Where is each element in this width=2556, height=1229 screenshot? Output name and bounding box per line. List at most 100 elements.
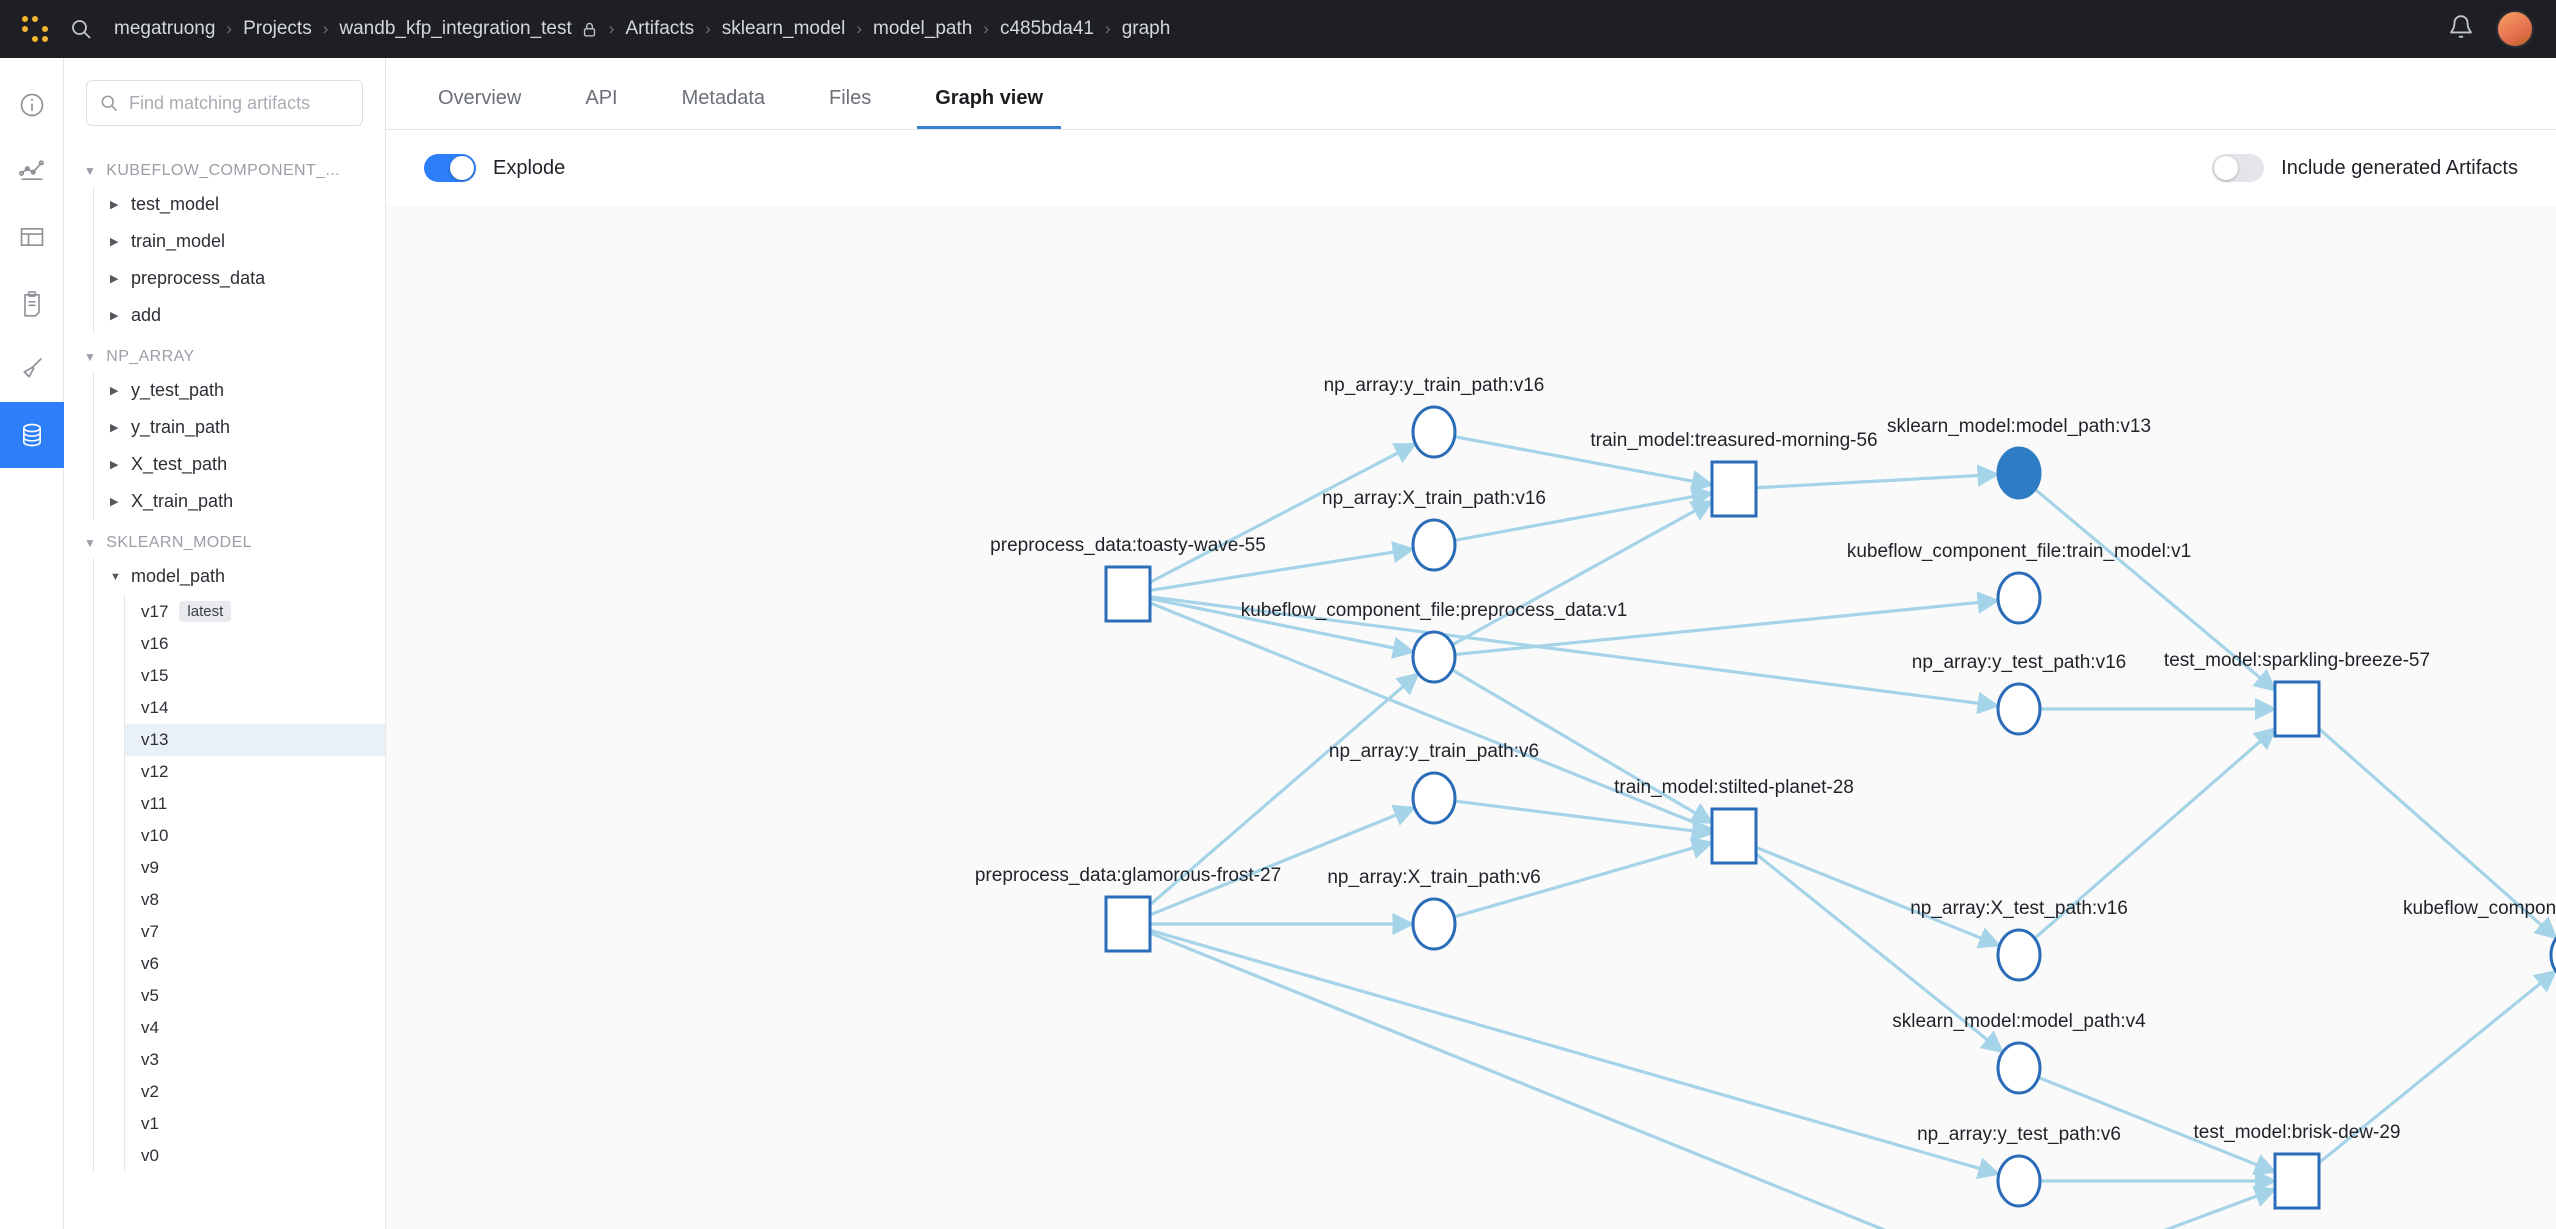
- version-item-v1[interactable]: v1: [125, 1108, 385, 1140]
- graph-node-artifact[interactable]: [1411, 897, 1457, 951]
- graph-node-artifact[interactable]: [1411, 630, 1457, 684]
- version-item-v11[interactable]: v11: [125, 788, 385, 820]
- graph-node-run[interactable]: [1104, 565, 1152, 623]
- graph-node-artifact[interactable]: [1411, 518, 1457, 572]
- graph-node-artifact[interactable]: [1996, 571, 2042, 625]
- version-item-v12[interactable]: v12: [125, 756, 385, 788]
- graph-node-run[interactable]: [1710, 460, 1758, 518]
- graph-edge: [1455, 799, 1715, 842]
- version-label: v15: [141, 666, 169, 685]
- graph-node-artifact[interactable]: [1996, 928, 2042, 982]
- graph-node-run[interactable]: [2273, 680, 2321, 738]
- tab-metadata[interactable]: Metadata: [681, 87, 765, 109]
- sidebar-item-model_path[interactable]: ▼model_path: [94, 558, 385, 595]
- explode-toggle[interactable]: [424, 154, 476, 182]
- graph-node-artifact[interactable]: [1996, 1154, 2042, 1208]
- version-item-v5[interactable]: v5: [125, 980, 385, 1012]
- version-item-v0[interactable]: v0: [125, 1140, 385, 1172]
- graph-controls: Explode Include generated Artifacts: [386, 130, 2556, 206]
- include-generated-artifacts-label: Include generated Artifacts: [2281, 156, 2518, 179]
- sidebar-item-y_train_path[interactable]: ▶y_train_path: [94, 409, 385, 446]
- artifact-search[interactable]: [86, 80, 363, 126]
- tab-files[interactable]: Files: [829, 87, 872, 109]
- version-item-v8[interactable]: v8: [125, 884, 385, 916]
- chevron-down-icon: ▼: [84, 350, 97, 364]
- graph-node-artifact[interactable]: [2549, 930, 2556, 980]
- graph-edge: [1149, 928, 2001, 1180]
- apps-grid-icon[interactable]: [18, 12, 52, 46]
- sidebar-item-add[interactable]: ▶add: [94, 297, 385, 334]
- version-label: v1: [141, 1114, 159, 1133]
- sidebar-item-label: preprocess_data: [131, 268, 266, 288]
- graph-node-artifact[interactable]: [1996, 682, 2042, 736]
- version-item-v9[interactable]: v9: [125, 852, 385, 884]
- graph-node-artifact[interactable]: [1996, 446, 2042, 500]
- table-layout-icon[interactable]: [0, 204, 64, 270]
- chevron-right-icon: ▶: [110, 236, 119, 248]
- breadcrumb-item-c485bda41[interactable]: c485bda41: [999, 18, 1095, 39]
- tab-overview[interactable]: Overview: [438, 87, 522, 109]
- version-item-v15[interactable]: v15: [125, 660, 385, 692]
- tab-graph-view[interactable]: Graph view: [917, 87, 1062, 129]
- graph-edge: [2038, 1076, 2278, 1175]
- graph-node-artifact[interactable]: [1411, 405, 1457, 459]
- sidebar-item-train_model[interactable]: ▶train_model: [94, 223, 385, 260]
- graph-edges: [1148, 435, 2556, 1229]
- sidebar-item-test_model[interactable]: ▶test_model: [94, 186, 385, 223]
- graph-node-run[interactable]: [2273, 1152, 2321, 1210]
- line-chart-icon[interactable]: [0, 138, 64, 204]
- chevron-right-icon: ▶: [110, 310, 119, 322]
- breadcrumb-item-wandb-kfp-integration-test[interactable]: wandb_kfp_integration_test: [339, 18, 572, 39]
- breadcrumb-item-graph[interactable]: graph: [1121, 18, 1171, 39]
- sidebar-item-X_test_path[interactable]: ▶X_test_path: [94, 446, 385, 483]
- sidebar-item-label: model_path: [131, 566, 226, 586]
- graph-edge: [1149, 596, 1416, 659]
- version-item-v10[interactable]: v10: [125, 820, 385, 852]
- sidebar-item-preprocess_data[interactable]: ▶preprocess_data: [94, 260, 385, 297]
- breadcrumb-item-sklearn-model[interactable]: sklearn_model: [721, 18, 846, 39]
- version-item-v16[interactable]: v16: [125, 628, 385, 660]
- version-label: v7: [141, 922, 159, 941]
- sidebar-group-header-kubeflow-component-[interactable]: ▼KUBEFLOW_COMPONENT_...: [64, 156, 385, 186]
- search-input[interactable]: [129, 92, 361, 114]
- sidebar-item-X_train_path[interactable]: ▶X_train_path: [94, 483, 385, 520]
- include-generated-artifacts-toggle[interactable]: [2212, 154, 2265, 182]
- version-label: v9: [141, 858, 159, 877]
- graph-node-run[interactable]: [1104, 895, 1152, 953]
- breadcrumb-item-artifacts[interactable]: Artifacts: [625, 18, 695, 39]
- version-item-v14[interactable]: v14: [125, 692, 385, 724]
- left-icon-rail: [0, 58, 64, 1229]
- breadcrumb-item-megatruong[interactable]: megatruong: [114, 18, 216, 39]
- tab-api[interactable]: API: [585, 87, 618, 109]
- info-circle-icon[interactable]: [0, 72, 64, 138]
- version-item-v4[interactable]: v4: [125, 1012, 385, 1044]
- notification-bell-icon[interactable]: [2448, 14, 2474, 45]
- database-icon[interactable]: [0, 402, 64, 468]
- graph-node-run[interactable]: [1710, 807, 1758, 865]
- version-label: v4: [141, 1018, 159, 1037]
- sidebar-group-header-sklearn-model[interactable]: ▼SKLEARN_MODEL: [64, 528, 385, 558]
- graph-svg: [1104, 405, 2556, 1229]
- graph-edge: [2317, 969, 2556, 1165]
- tab-bar: Overview API Metadata Files Graph view: [386, 58, 2556, 130]
- version-item-v3[interactable]: v3: [125, 1044, 385, 1076]
- search-icon[interactable]: [66, 14, 96, 44]
- graph-node-artifact[interactable]: [1996, 1041, 2042, 1095]
- broom-icon[interactable]: [0, 336, 64, 402]
- breadcrumb-item-model-path[interactable]: model_path: [873, 18, 973, 39]
- breadcrumb-separator: ›: [983, 19, 989, 38]
- version-item-v2[interactable]: v2: [125, 1076, 385, 1108]
- avatar[interactable]: [2496, 10, 2534, 48]
- version-item-v13[interactable]: v13: [125, 724, 385, 756]
- sidebar-group-header-np-array[interactable]: ▼NP_ARRAY: [64, 342, 385, 372]
- breadcrumb-item-projects[interactable]: Projects: [243, 18, 312, 39]
- graph-node-artifact[interactable]: [1411, 771, 1457, 825]
- version-item-v7[interactable]: v7: [125, 916, 385, 948]
- version-item-v6[interactable]: v6: [125, 948, 385, 980]
- chevron-right-icon: ▶: [110, 459, 119, 471]
- sidebar-item-y_test_path[interactable]: ▶y_test_path: [94, 372, 385, 409]
- clipboard-icon[interactable]: [0, 270, 64, 336]
